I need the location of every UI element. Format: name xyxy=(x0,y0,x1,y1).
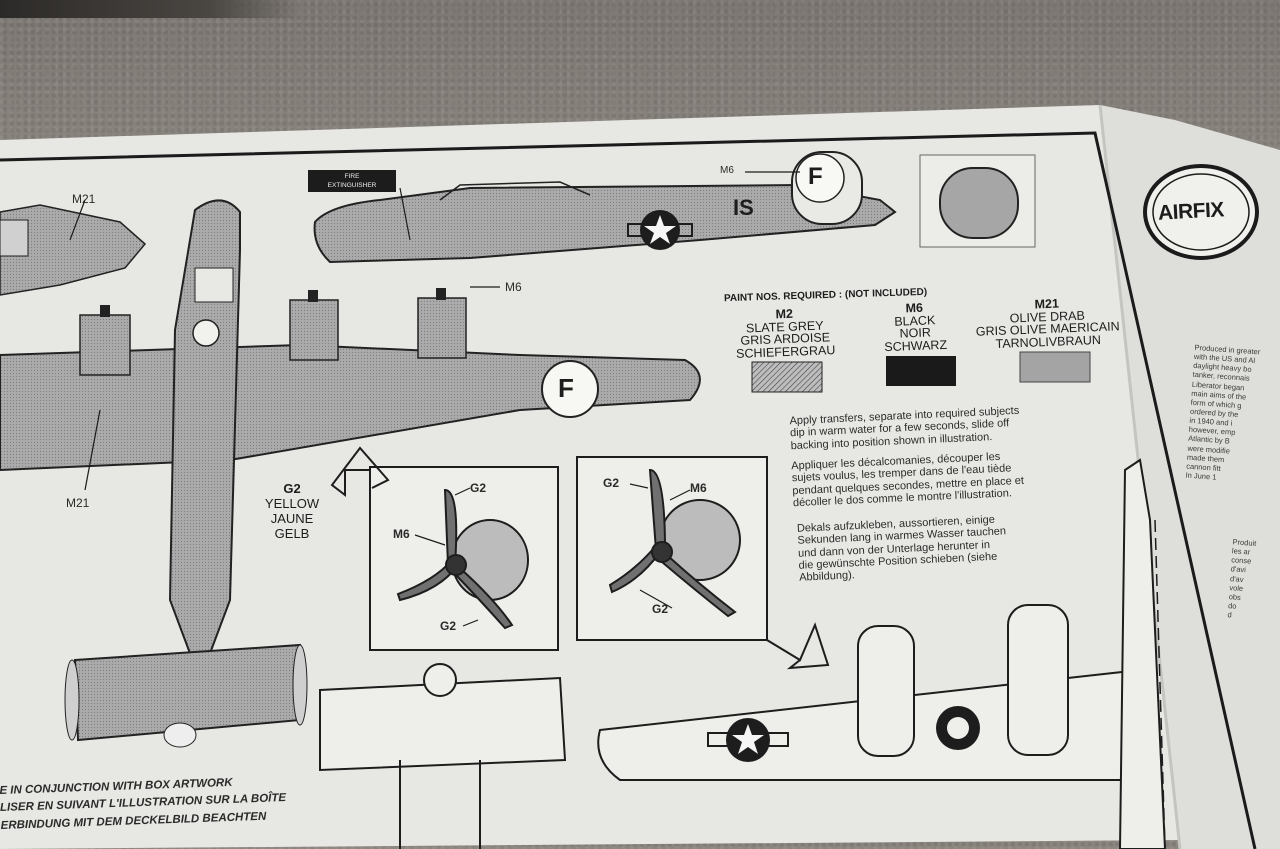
fire-extinguisher-label: FIRE EXTINGUISHER xyxy=(308,170,396,192)
instructions-de: Dekals aufzukleben, aussortieren, einige… xyxy=(797,513,1008,584)
wing-letter-f: F xyxy=(558,373,574,403)
g2-yellow-callout: G2 YELLOW JAUNE GELB xyxy=(262,481,322,542)
swatch-m6 xyxy=(886,356,956,386)
underside-nacelle-1 xyxy=(857,625,915,757)
instructions-fr: Appliquer les décalcomanies, découper le… xyxy=(791,450,1025,510)
g2-callout-fr: JAUNE xyxy=(270,510,314,526)
side-text-en: Produced in greater with the US and Al d… xyxy=(1185,343,1260,484)
paper-fold xyxy=(1100,105,1280,849)
underside-nacelle-2 xyxy=(1007,604,1069,756)
prop1-label-m6: M6 xyxy=(393,527,410,541)
prop1-label-g2-top: G2 xyxy=(470,481,487,495)
label-m21-side: M21 xyxy=(72,192,96,206)
fuselage-code: IS xyxy=(733,195,754,220)
arrow-to-underside xyxy=(766,622,830,670)
nacelle-1 xyxy=(79,314,131,376)
g2-callout-de: GELB xyxy=(274,525,310,541)
side-view-left xyxy=(0,204,147,296)
label-m6-tail: M6 xyxy=(720,165,734,176)
wing-roundel xyxy=(541,360,599,418)
fire-line-2: EXTINGUISHER xyxy=(327,182,377,189)
airfix-logo-text: AIRFIX xyxy=(1157,198,1225,225)
fire-line-1: FIRE xyxy=(344,173,360,180)
object-shadow xyxy=(0,0,300,18)
side-fr-9: d xyxy=(1227,610,1232,620)
nacelle-2 xyxy=(289,299,339,361)
tail-letter-f: F xyxy=(808,163,823,190)
g2-callout-en: YELLOW xyxy=(264,495,320,511)
underside-fuselage xyxy=(1118,458,1167,849)
arrow-to-wing xyxy=(330,446,390,498)
propeller-2 xyxy=(608,468,741,618)
paint-m21: M21 OLIVE DRAB GRIS OLIVE MAERICAIN TARN… xyxy=(959,295,1136,352)
sheet-border xyxy=(0,131,1257,849)
bottom-notes: E IN CONJUNCTION WITH BOX ARTWORK LISER … xyxy=(0,773,287,835)
propeller-1 xyxy=(396,488,529,630)
prop2-label-g2-bottom: G2 xyxy=(652,602,669,616)
nacelle-3 xyxy=(417,297,467,359)
swatch-m2 xyxy=(751,361,823,393)
label-m6-nacelle: M6 xyxy=(505,280,522,294)
swatch-m21 xyxy=(1019,351,1091,383)
underside-view xyxy=(319,676,567,772)
prop2-label-m6: M6 xyxy=(690,481,707,495)
g2-callout-code: G2 xyxy=(283,481,301,496)
label-m21-wing: M21 xyxy=(66,496,90,510)
paint-m6: M6 BLACK NOIR SCHWARZ xyxy=(869,300,961,354)
airfix-logo xyxy=(1143,164,1259,260)
side-view-aircraft xyxy=(313,183,897,264)
paint-m2: M2 SLATE GREY GRIS ARDOISE SCHIEFERGRAU xyxy=(729,306,841,361)
prop2-label-g2-top: G2 xyxy=(603,476,620,490)
prop1-label-g2-bottom: G2 xyxy=(440,619,457,633)
